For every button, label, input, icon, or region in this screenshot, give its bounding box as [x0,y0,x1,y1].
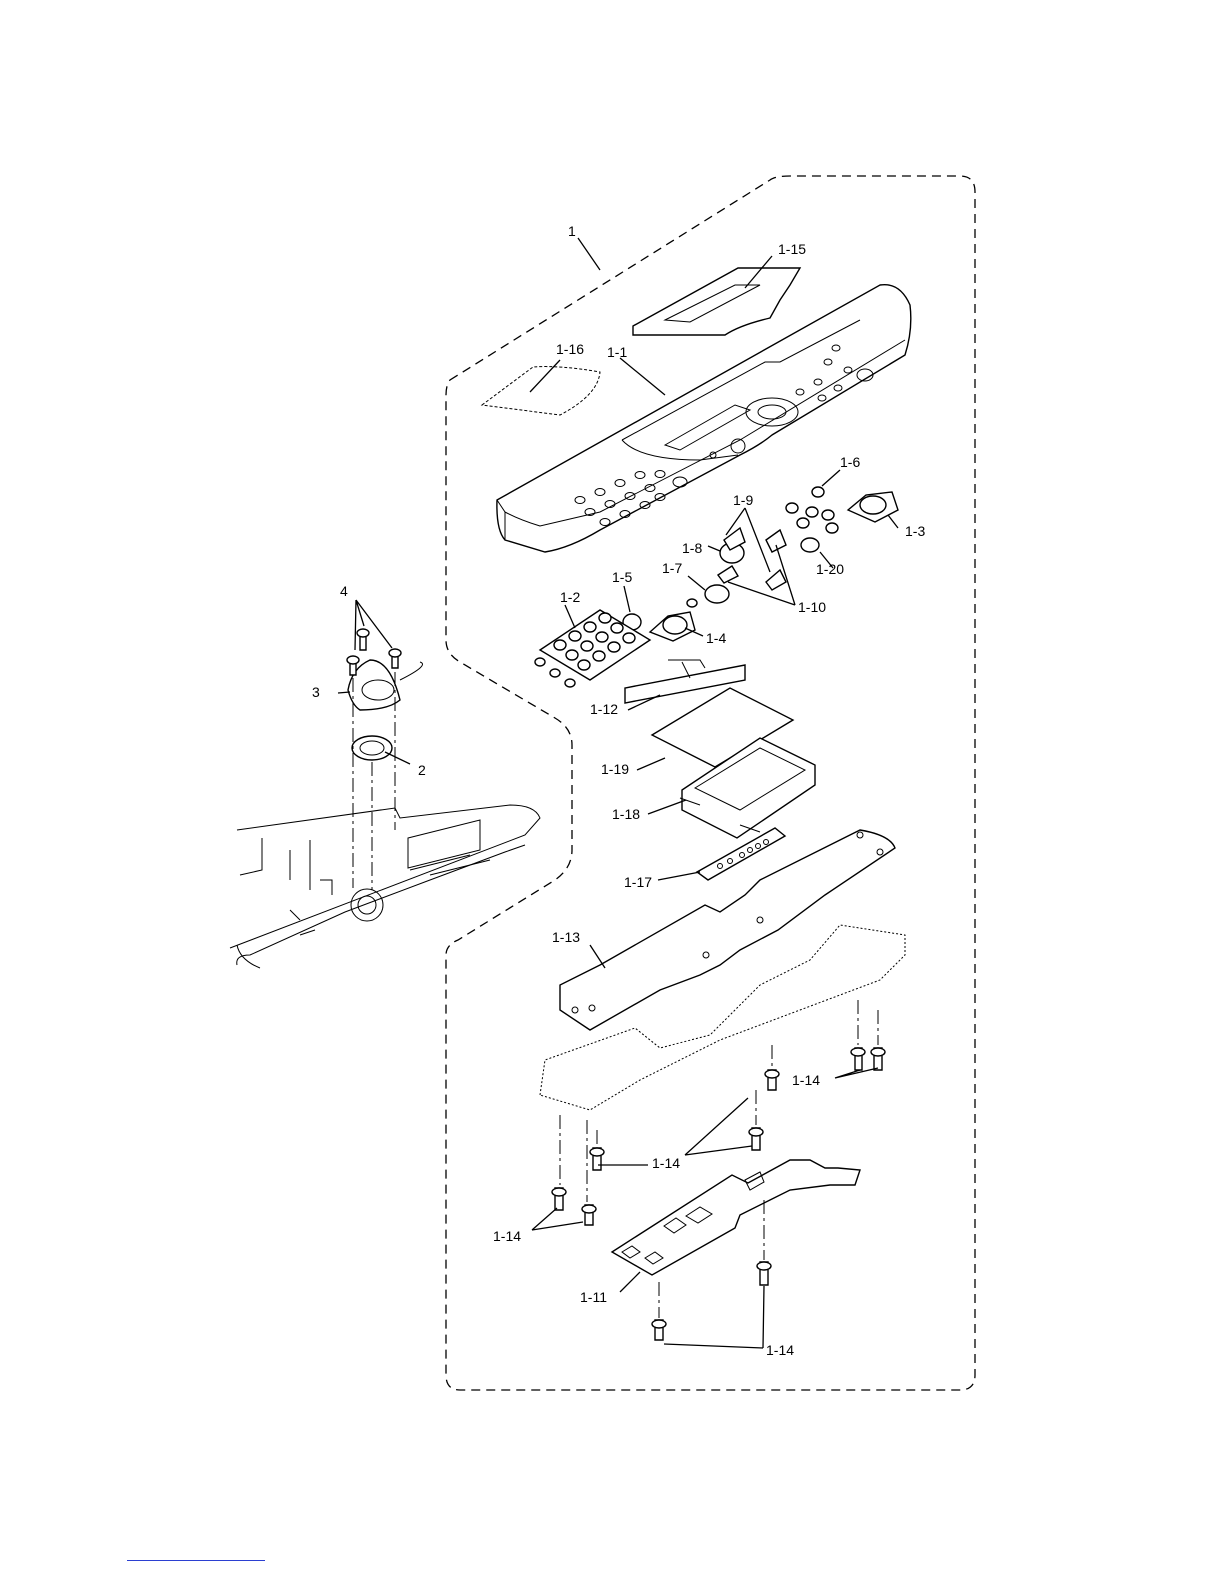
small-key-near-1-7 [687,599,697,607]
callout-4: 4 [340,583,348,599]
callout-2: 2 [418,762,426,778]
part-1-11-pcb [612,1160,860,1275]
callout-1-1: 1-1 [607,344,627,360]
callout-1-7: 1-7 [662,560,682,576]
part-1-6-keys [786,487,838,533]
callout-3: 3 [312,684,320,700]
callout-1-16: 1-16 [556,341,584,357]
housing-fragment [230,805,540,968]
part-1-20-key [801,538,819,552]
callout-1-14-middle: 1-14 [652,1155,680,1171]
speaker-holder-3 [348,660,423,710]
footer-rule [127,1560,265,1561]
callout-1-9: 1-9 [733,492,753,508]
callout-1-15: 1-15 [778,241,806,257]
part-1-15-display-window [633,268,800,335]
callout-1-20: 1-20 [816,561,844,577]
callout-1-14-left: 1-14 [493,1228,521,1244]
callout-1-12: 1-12 [590,701,618,717]
speaker-2 [352,736,392,760]
callout-1-17: 1-17 [624,874,652,890]
callout-1-3: 1-3 [905,523,925,539]
callout-1-6: 1-6 [840,454,860,470]
part-1-7-key [705,585,729,603]
callout-1-4: 1-4 [706,630,726,646]
callout-1: 1 [568,223,576,239]
callout-1-14-bottom: 1-14 [766,1342,794,1358]
part-1-4-switch [650,612,695,641]
callout-1-13: 1-13 [552,929,580,945]
callout-1-10: 1-10 [798,599,826,615]
part-1-16-protective-film [482,367,600,415]
callout-1-14-right: 1-14 [792,1072,820,1088]
callout-1-11: 1-11 [580,1289,607,1305]
callout-1-18: 1-18 [612,806,640,822]
callout-1-2: 1-2 [560,589,580,605]
callout-1-5: 1-5 [612,569,632,585]
callout-1-19: 1-19 [601,761,629,777]
callout-1-8: 1-8 [682,540,702,556]
